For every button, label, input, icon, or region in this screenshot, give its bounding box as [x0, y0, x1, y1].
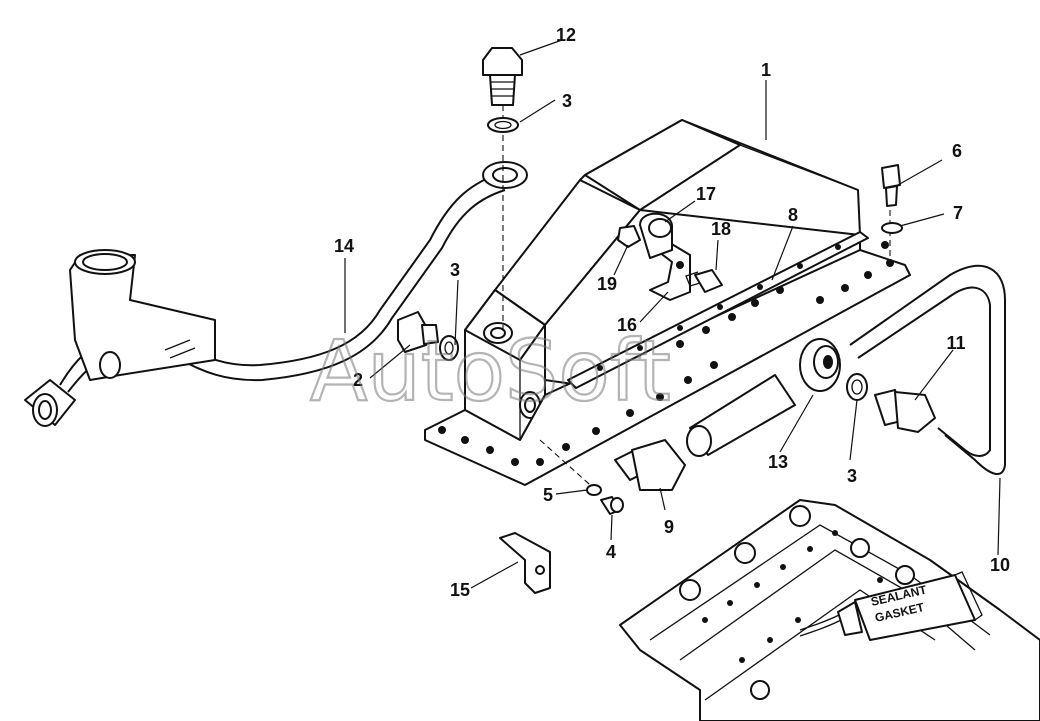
angle-bracket	[499, 532, 551, 594]
callout-19: 19	[597, 274, 617, 294]
callout-3-mid: 3	[450, 260, 460, 280]
washer-top	[487, 117, 519, 133]
o-ring	[586, 484, 602, 496]
union-fitting	[874, 389, 936, 433]
callout-11: 11	[946, 333, 965, 353]
callout-3-top: 3	[562, 91, 572, 111]
callout-4: 4	[606, 542, 616, 562]
callout-1: 1	[761, 60, 771, 80]
callout-7: 7	[953, 203, 963, 223]
base-flange	[424, 241, 911, 486]
gasket-strip	[567, 231, 869, 389]
watermark: AutoSoft	[310, 322, 671, 420]
sealant-tube: SEALANT GASKET	[837, 571, 983, 641]
flex-hose	[849, 264, 1006, 475]
elbow-fitting	[614, 439, 686, 491]
washer-mid	[439, 335, 459, 361]
callout-15: 15	[450, 580, 470, 600]
callout-9: 9	[664, 517, 674, 537]
banjo-bolt	[482, 47, 523, 106]
oil-pipe	[24, 161, 528, 427]
callout-8: 8	[788, 205, 798, 225]
drain-screw	[600, 496, 624, 515]
callout-6: 6	[952, 141, 962, 161]
cover-housing	[464, 119, 861, 441]
leader-lines	[344, 39, 1001, 589]
plug	[397, 311, 439, 353]
callout-14: 14	[334, 236, 354, 256]
callout-10: 10	[990, 555, 1010, 575]
callout-16: 16	[617, 315, 637, 335]
washer-right	[846, 373, 868, 401]
callout-3-right: 3	[847, 466, 857, 486]
callout-13: 13	[768, 452, 788, 472]
callout-17: 17	[696, 184, 716, 204]
grommet	[799, 338, 841, 392]
clamp-bracket	[617, 212, 723, 301]
cap-screw	[881, 164, 901, 207]
callout-2: 2	[353, 370, 363, 390]
callout-12: 12	[556, 25, 576, 45]
engine-block	[619, 499, 1040, 721]
callout-18: 18	[711, 219, 731, 239]
washer-small	[881, 222, 903, 234]
callout-5: 5	[543, 485, 553, 505]
axis-line-drain	[539, 439, 599, 493]
